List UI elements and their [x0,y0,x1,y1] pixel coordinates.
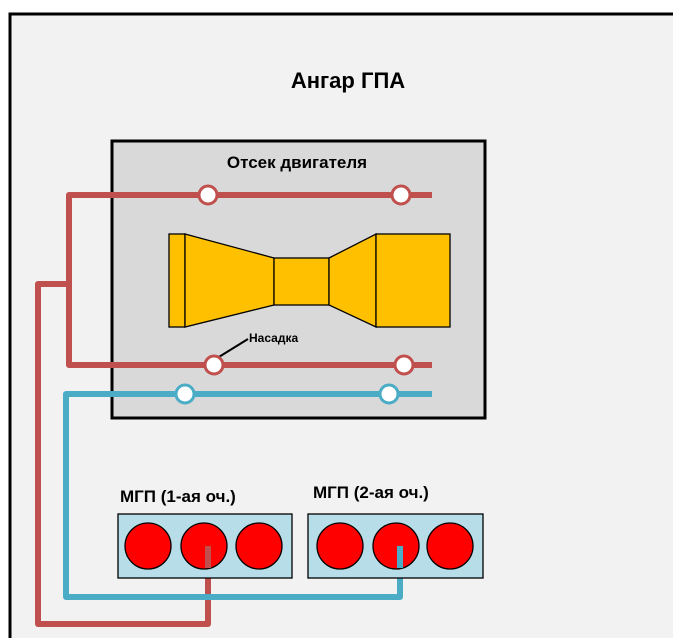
gas-turbine-engine [168,232,451,329]
storage-group-2 [307,513,484,579]
gas-cylinder [235,522,283,570]
gas-cylinder [124,522,172,570]
hangar-title: Ангар ГПА [291,68,405,93]
storage-group-1-label: МГП (1-ая оч.) [120,487,236,506]
nozzle-red-bottom-right [393,354,415,376]
storage-group-2-label: МГП (2-ая оч.) [313,483,429,502]
gas-cylinder [180,522,228,570]
engine-exhaust-section [375,233,451,328]
red-pipeline [35,192,432,627]
gas-cylinder [426,522,474,570]
engine-inlet-ring [168,233,186,328]
nozzle-red-bottom-left [203,354,225,376]
nozzles [174,184,415,405]
nozzle-red-top-right [390,184,412,206]
nozzle-blue-left [174,383,196,405]
engine-core-section [273,257,330,306]
nozzle-blue-right [378,383,400,405]
gas-cylinder [316,522,364,570]
gas-cylinder [372,522,420,570]
nozzle-label: Насадка [249,331,298,345]
nozzle-red-top-left [197,184,219,206]
engine-compartment-title: Отсек двигателя [227,153,367,172]
red-pipe-top [66,192,432,368]
storage-group-1 [117,513,293,579]
red-pipe-supply [35,281,211,627]
